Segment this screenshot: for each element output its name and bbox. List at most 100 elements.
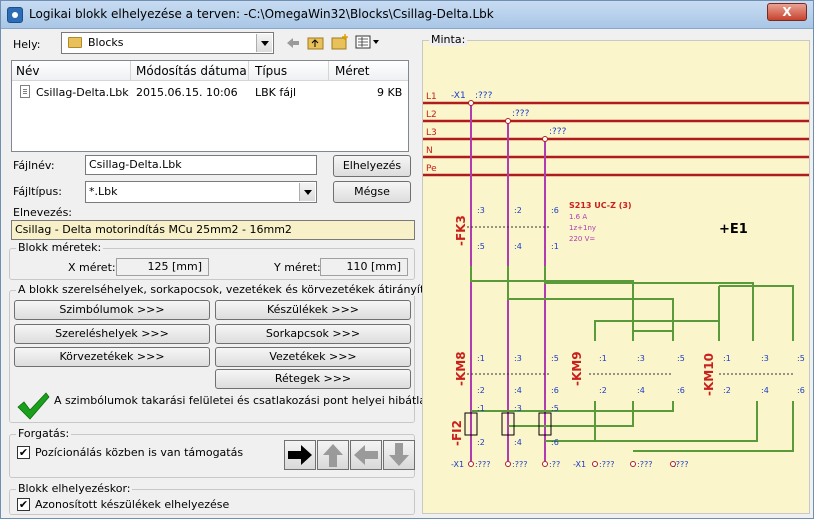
back-arrow-icon[interactable] [285,35,301,51]
rail-label: L1 [426,92,437,102]
pin-label: :3 [477,206,485,215]
pin-label: :4 [637,386,645,395]
location-label-e1: +E1 [719,222,748,237]
rotate-left-button[interactable] [350,440,382,470]
sample-preview: L1 L2 L3 N Pe -X1 :??? :??? :??? -FK3 :3… [422,40,810,514]
device-label-fi2: -FI2 [450,420,464,446]
wires-button[interactable]: Vezetékek >>> [215,347,411,367]
title-bar: Logikai blokk elhelyezése a terven: -C:\… [1,1,813,29]
pin-label: :3 [514,404,522,413]
file-list-header: Név Módosítás dátuma Típus Méret [12,61,408,81]
rotation-title: Forgatás: [16,427,72,440]
pin-label: :1 [477,404,485,413]
chevron-down-icon[interactable] [256,34,272,52]
file-type: LBK fájl [255,86,297,99]
filename-label: Fájlnév: [13,159,55,172]
file-list[interactable]: Név Módosítás dátuma Típus Méret Csillag… [11,60,409,152]
close-button[interactable]: X [767,3,807,21]
symbols-button[interactable]: Szimbólumok >>> [14,300,210,320]
terminal-label: :??? [599,460,614,469]
dimensions-group: Blokk méretek: X méret: 125 [mm] Y méret… [9,241,415,280]
terminal-label: :??? [512,460,527,469]
location-combo[interactable]: Blocks [61,32,274,54]
x-size-label: X méret: [68,261,116,274]
devices-button[interactable]: Készülékek >>> [215,300,411,320]
fk3-spec: 1.6 A [569,213,587,221]
up-folder-icon[interactable] [307,34,325,50]
terminal-label: :??? [637,460,652,469]
placement-title: Blokk elhelyezéskor: [16,482,133,495]
terminal-label: -X1 [451,91,466,101]
pin-label: :4 [514,242,522,251]
pin-label: :3 [637,354,645,363]
pin-label: :1 [599,354,607,363]
pin-label: :1 [477,354,485,363]
table-row[interactable]: Csillag-Delta.Lbk 2015.06.15. 10:06 LBK … [12,82,408,104]
rail-label: Pe [426,164,437,174]
sample-label: Minta: [429,33,468,46]
terminal-label: :??? [512,109,530,119]
arrow-up-icon [323,444,343,467]
pin-label: :2 [599,386,607,395]
pin-label: :6 [677,386,685,395]
new-folder-icon[interactable] [331,33,349,50]
filename-input[interactable]: Csillag-Delta.Lbk [85,155,317,175]
rail-label: N [426,146,433,156]
terminal-label: :??? [549,127,567,137]
circuit-wires-button[interactable]: Körvezetékek >>> [14,347,210,367]
terminals-button[interactable]: Sorkapcsok >>> [215,324,411,344]
rotation-checkbox[interactable]: ✔ [17,446,30,459]
cancel-button[interactable]: Mégse [333,181,411,203]
column-name[interactable]: Név [16,64,40,78]
redirect-group: A blokk szerelséhelyek, sorkapocsok, vez… [9,283,451,423]
pin-label: :4 [761,386,769,395]
pin-label: :3 [761,354,769,363]
redirect-title: A blokk szerelséhelyek, sorkapocsok, vez… [16,283,450,296]
checkmark-icon [17,392,50,420]
file-date: 2015.06.15. 10:06 [136,86,238,99]
fi2-coils [464,412,552,436]
arrow-left-icon [354,445,378,465]
pin-label: :6 [797,386,805,395]
dimensions-title: Blokk méretek: [16,241,104,254]
placement-group: Blokk elhelyezéskor: ✔ Azonosított készü… [9,482,415,515]
file-icon [20,85,30,98]
pin-label: :5 [797,354,805,363]
schematic-drawing: L1 L2 L3 N Pe -X1 :??? :??? :??? -FK3 :3… [423,91,809,469]
filetype-combo[interactable]: *.Lbk [85,181,317,203]
pin-label: :1 [551,242,559,251]
placement-checkbox[interactable]: ✔ [17,498,30,511]
rotate-down-button[interactable] [383,440,415,470]
terminal-label: :??? [673,460,688,469]
chevron-down-icon[interactable] [299,183,315,201]
locations-button[interactable]: Szereléshelyek >>> [14,324,210,344]
pin-label: :2 [723,386,731,395]
file-size: 9 KB [377,86,403,99]
view-menu-icon[interactable] [355,35,381,49]
rotate-up-button[interactable] [317,440,349,470]
x-size-value: 125 [mm] [116,258,209,276]
filetype-value: *.Lbk [89,185,118,198]
rotation-checkbox-label: Pozícionálás közben is van támogatás [35,446,244,459]
app-icon [7,7,23,23]
y-size-label: Y méret: [274,261,321,274]
column-type[interactable]: Típus [255,64,288,78]
device-label-fk3: -FK3 [454,215,468,246]
pin-label: :6 [551,386,559,395]
device-label-km9: -KM9 [570,351,584,386]
pin-label: :1 [723,354,731,363]
layers-button[interactable]: Rétegek >>> [215,369,411,389]
pin-label: :5 [477,242,485,251]
column-size[interactable]: Méret [335,64,370,78]
rotation-group: Forgatás: ✔ Pozícionálás közben is van t… [9,427,415,478]
column-date[interactable]: Módosítás dátuma [136,64,247,78]
power-rails [423,101,809,177]
arrow-down-icon [389,443,409,466]
place-button[interactable]: Elhelyezés [333,155,411,177]
status-text: A szimbólumok takarási felületei és csat… [54,394,451,407]
pin-label: :6 [551,438,559,447]
rail-label: L2 [426,110,437,120]
name-label: Elnevezés: [13,206,73,219]
pin-label: :4 [514,438,522,447]
rotate-right-button[interactable] [284,440,316,470]
